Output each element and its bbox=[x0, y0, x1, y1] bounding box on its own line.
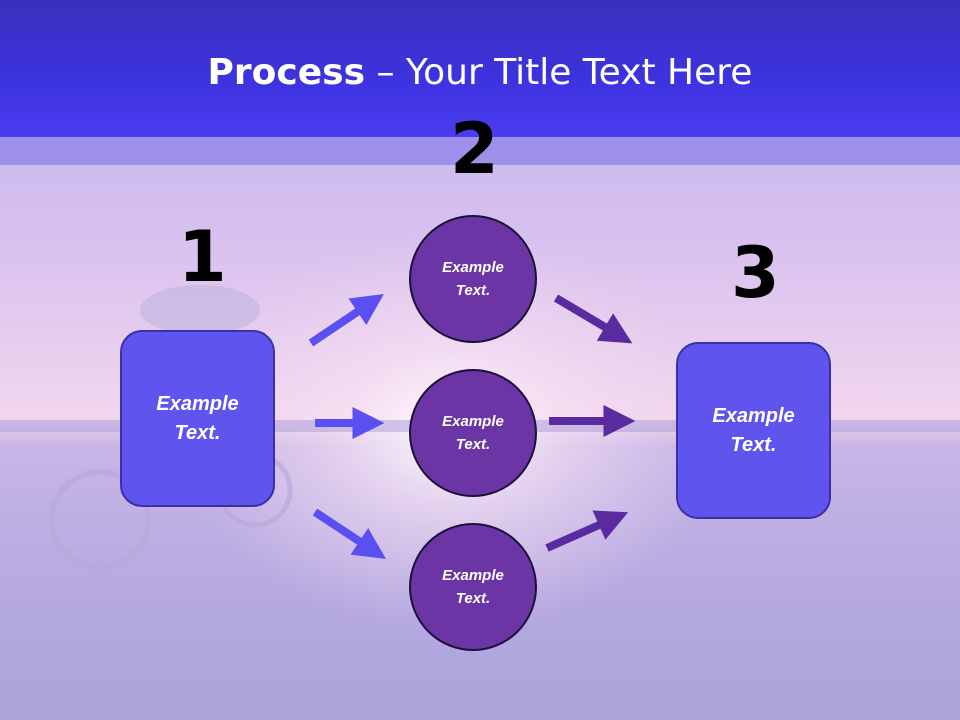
arrow-top-to-right bbox=[553, 294, 633, 344]
circle-bottom-line1: Example bbox=[442, 567, 504, 584]
circle-top-line2: Text. bbox=[455, 282, 491, 299]
step-number-3: 3 bbox=[731, 232, 780, 314]
step-number-2: 2 bbox=[450, 108, 499, 190]
circle-middle-line2: Text. bbox=[455, 436, 491, 453]
title-bold: Process bbox=[207, 52, 366, 93]
circle-middle-line1: Example bbox=[442, 413, 504, 430]
title-bar: Process – Your Title Text Here bbox=[0, 0, 960, 137]
box-left-line1: Example bbox=[156, 392, 239, 415]
slide-title: Process – Your Title Text Here bbox=[0, 52, 960, 93]
box-left-line2: Text. bbox=[174, 421, 221, 444]
box-right-line2: Text. bbox=[730, 433, 777, 456]
arrow-left-to-top bbox=[308, 293, 384, 347]
arrow-bottom-to-right bbox=[545, 510, 629, 552]
box-right-line1: Example bbox=[712, 404, 795, 427]
circle-top-line1: Example bbox=[442, 259, 504, 276]
circle-bottom-line2: Text. bbox=[455, 590, 491, 607]
step-number-1: 1 bbox=[178, 216, 227, 298]
arrow-left-to-bottom bbox=[312, 508, 387, 559]
title-rest: – Your Title Text Here bbox=[365, 52, 753, 93]
title-band bbox=[0, 137, 960, 165]
